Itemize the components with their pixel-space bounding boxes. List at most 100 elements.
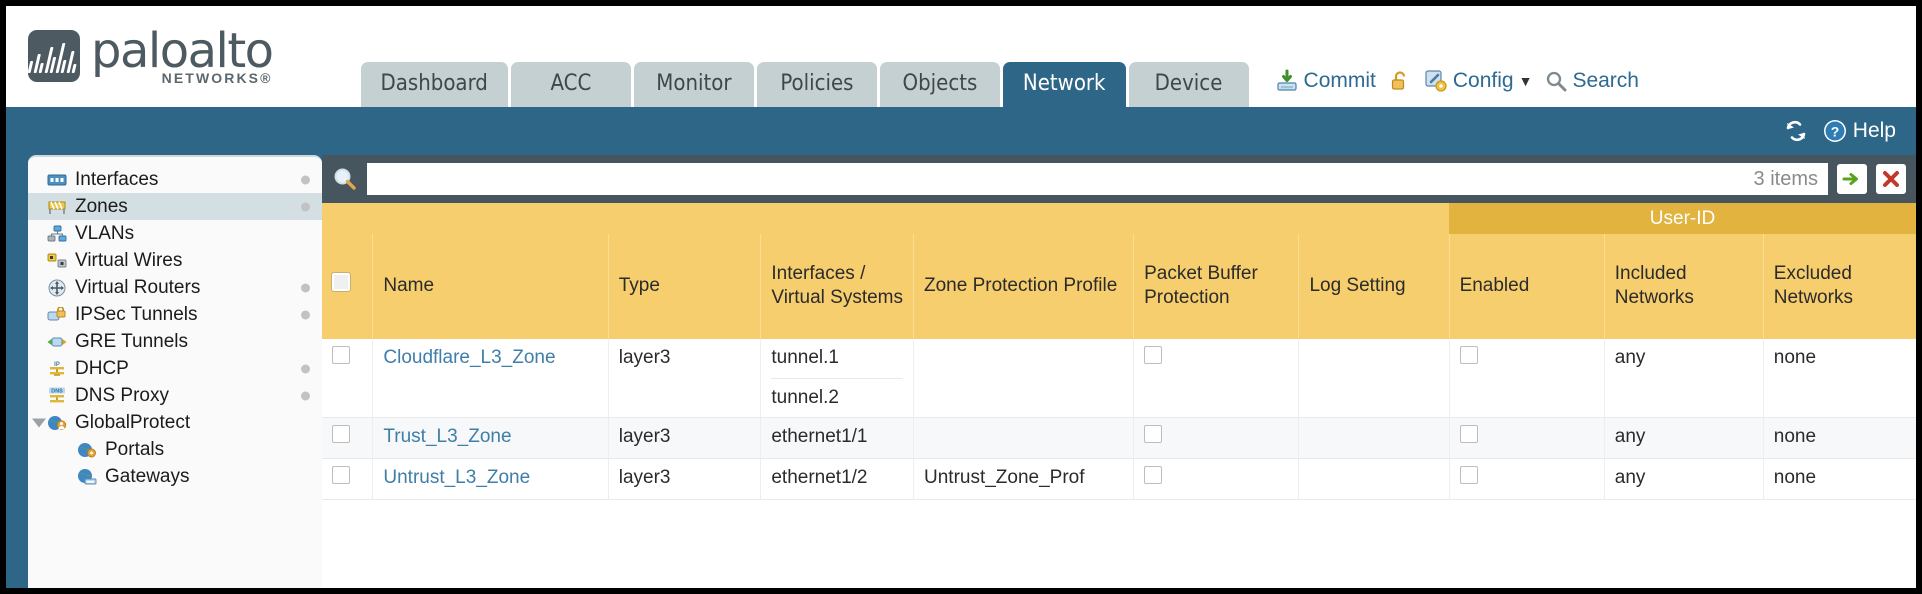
cell-packet-buffer-protection bbox=[1133, 417, 1299, 460]
unlocked-padlock-icon[interactable] bbox=[1389, 69, 1411, 93]
chevron-down-icon[interactable] bbox=[32, 418, 46, 427]
main-body: Interfaces Zones VLANs Vir bbox=[6, 155, 1916, 588]
table-row[interactable]: Trust_L3_Zone layer3 ethernet1/1 bbox=[322, 417, 1916, 460]
cell-excluded-networks: none bbox=[1762, 417, 1916, 460]
tab-dashboard[interactable]: Dashboard bbox=[360, 62, 508, 107]
column-header-packet-buffer-protection[interactable]: Packet Buffer Protection bbox=[1133, 234, 1299, 339]
user-id-enabled-checkbox[interactable] bbox=[1459, 346, 1478, 364]
cell-interfaces: ethernet1/1 bbox=[760, 417, 914, 460]
column-header-excluded-networks[interactable]: Excluded Networks bbox=[1762, 234, 1916, 339]
sidebar-item-label: DHCP bbox=[75, 357, 129, 379]
select-all-checkbox[interactable] bbox=[331, 272, 351, 293]
zones-table: User-ID Name Type Interfaces / Virtual S… bbox=[322, 203, 1916, 500]
refresh-icon[interactable] bbox=[1783, 119, 1809, 143]
help-button[interactable]: ? Help bbox=[1822, 118, 1896, 144]
zones-icon bbox=[46, 198, 68, 216]
top-bar: paloalto NETWORKS® Dashboard ACC Monitor… bbox=[6, 6, 1916, 107]
sidebar-item-virtual-wires[interactable]: Virtual Wires bbox=[28, 247, 322, 274]
sidebar-item-dhcp[interactable]: IP DHCP bbox=[28, 355, 322, 382]
sidebar-item-gre-tunnels[interactable]: GRE Tunnels bbox=[28, 328, 322, 355]
tab-policies[interactable]: Policies bbox=[756, 62, 877, 107]
select-all-header bbox=[322, 234, 373, 339]
packet-buffer-protection-checkbox[interactable] bbox=[1144, 466, 1163, 485]
cell-zone-protection-profile bbox=[912, 339, 1134, 419]
row-checkbox[interactable] bbox=[332, 466, 350, 485]
sidebar-status-dot bbox=[301, 202, 310, 211]
group-header-spacer bbox=[322, 203, 1450, 234]
sidebar-status-dot bbox=[301, 175, 310, 184]
clear-filter-button[interactable] bbox=[1876, 164, 1906, 194]
table-row[interactable]: Cloudflare_L3_Zone layer3 tunnel.1 tunne… bbox=[322, 339, 1916, 419]
packet-buffer-protection-checkbox[interactable] bbox=[1144, 425, 1163, 444]
tab-acc[interactable]: ACC bbox=[510, 62, 631, 107]
config-dropdown[interactable]: Config ▼ bbox=[1424, 69, 1533, 93]
interfaces-icon bbox=[46, 171, 68, 189]
group-header-user-id: User-ID bbox=[1449, 203, 1916, 234]
tab-objects[interactable]: Objects bbox=[879, 62, 1000, 107]
interface-entry: tunnel.2 bbox=[771, 377, 903, 418]
help-question-icon: ? bbox=[1822, 118, 1848, 144]
column-header-interfaces[interactable]: Interfaces / Virtual Systems bbox=[760, 234, 914, 339]
cell-log-setting bbox=[1298, 458, 1450, 500]
search-input[interactable] bbox=[377, 168, 1746, 190]
tab-network[interactable]: Network bbox=[1002, 62, 1126, 107]
sidebar-item-label: Gateways bbox=[105, 465, 190, 487]
cell-zone-protection-profile: Untrust_Zone_Prof bbox=[912, 458, 1134, 500]
cell-name: Trust_L3_Zone bbox=[372, 417, 609, 460]
sidebar-item-label: Zones bbox=[75, 195, 128, 217]
svg-text:DNS: DNS bbox=[51, 388, 63, 394]
row-select-cell bbox=[322, 339, 373, 419]
sidebar-item-globalprotect[interactable]: GlobalProtect bbox=[28, 409, 322, 436]
row-select-cell bbox=[322, 458, 373, 500]
ipsec-tunnels-icon bbox=[46, 306, 68, 324]
dhcp-icon: IP bbox=[46, 360, 68, 378]
column-header-included-networks[interactable]: Included Networks bbox=[1603, 234, 1764, 339]
sidebar-item-vlans[interactable]: VLANs bbox=[28, 220, 322, 247]
zone-name-link[interactable]: Untrust_L3_Zone bbox=[383, 467, 531, 489]
column-header-enabled[interactable]: Enabled bbox=[1448, 234, 1605, 339]
packet-buffer-protection-checkbox[interactable] bbox=[1144, 346, 1163, 364]
zone-name-link[interactable]: Cloudflare_L3_Zone bbox=[383, 347, 556, 368]
sidebar-nav: Interfaces Zones VLANs Vir bbox=[28, 155, 322, 588]
column-header-type[interactable]: Type bbox=[607, 234, 761, 339]
sidebar-status-dot bbox=[301, 283, 310, 292]
sidebar-item-label: Virtual Routers bbox=[75, 276, 201, 298]
filter-bar: 3 items bbox=[322, 155, 1916, 203]
cell-packet-buffer-protection bbox=[1133, 339, 1299, 419]
items-count-label: 3 items bbox=[1753, 167, 1818, 190]
row-checkbox[interactable] bbox=[332, 425, 350, 444]
cell-type: layer3 bbox=[607, 339, 761, 419]
sidebar-item-virtual-routers[interactable]: Virtual Routers bbox=[28, 274, 322, 301]
search-label: Search bbox=[1572, 69, 1639, 92]
tab-device[interactable]: Device bbox=[1128, 62, 1249, 107]
sidebar-item-ipsec-tunnels[interactable]: IPSec Tunnels bbox=[28, 301, 322, 328]
config-key-icon bbox=[1424, 69, 1448, 93]
search-magnifier-icon[interactable] bbox=[332, 166, 358, 192]
sidebar-item-gateways[interactable]: Gateways bbox=[28, 463, 322, 490]
table-row[interactable]: Untrust_L3_Zone layer3 ethernet1/2 Untru… bbox=[322, 458, 1916, 500]
commit-button[interactable]: Commit bbox=[1275, 69, 1376, 93]
column-header-zone-protection-profile[interactable]: Zone Protection Profile bbox=[912, 234, 1134, 339]
user-id-enabled-checkbox[interactable] bbox=[1459, 466, 1478, 485]
brand-registered: ® bbox=[260, 70, 273, 86]
user-id-enabled-checkbox[interactable] bbox=[1459, 425, 1478, 444]
zone-name-link[interactable]: Trust_L3_Zone bbox=[383, 426, 512, 448]
search-button[interactable]: Search bbox=[1545, 69, 1639, 93]
apply-filter-button[interactable] bbox=[1837, 164, 1867, 194]
sidebar-item-portals[interactable]: Portals bbox=[28, 436, 322, 463]
main-nav-tabs: Dashboard ACC Monitor Policies Objects N… bbox=[360, 62, 1249, 107]
tab-monitor[interactable]: Monitor bbox=[633, 62, 754, 107]
filter-input-wrap: 3 items bbox=[367, 163, 1828, 195]
chevron-down-icon: ▼ bbox=[1518, 73, 1533, 89]
brand-tagline: NETWORKS bbox=[161, 70, 261, 86]
sidebar-item-dns-proxy[interactable]: DNS DNS Proxy bbox=[28, 382, 322, 409]
column-header-log-setting[interactable]: Log Setting bbox=[1298, 234, 1450, 339]
cell-name: Cloudflare_L3_Zone bbox=[372, 339, 609, 419]
sidebar-item-interfaces[interactable]: Interfaces bbox=[28, 166, 322, 193]
cell-interfaces: tunnel.1 tunnel.2 bbox=[760, 339, 914, 419]
sidebar-item-zones[interactable]: Zones bbox=[28, 193, 322, 220]
column-header-name[interactable]: Name bbox=[372, 234, 609, 339]
virtual-routers-icon bbox=[46, 279, 68, 297]
row-checkbox[interactable] bbox=[332, 346, 350, 364]
